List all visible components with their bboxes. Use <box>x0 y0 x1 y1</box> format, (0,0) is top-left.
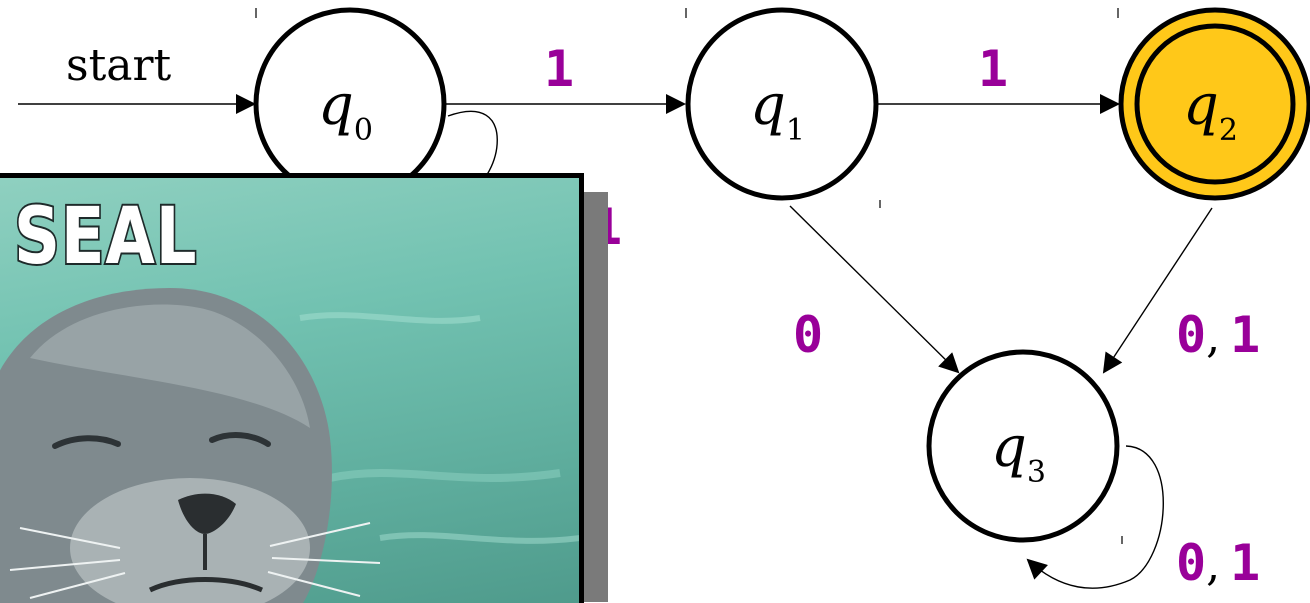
transition-q2-q3-label: 0,1 <box>1176 306 1260 364</box>
transition-q3-self-symbol-0: 0 <box>1176 534 1206 590</box>
state-q3-subscript: 3 <box>1027 455 1046 490</box>
transition-q1-q2-symbol: 1 <box>978 40 1008 98</box>
meme-caption: SEAL <box>12 190 198 284</box>
transition-q1-q3-symbol: 0 <box>793 306 823 364</box>
state-q2-accepting: q2 <box>1118 7 1310 201</box>
svg-text:q1: q1 <box>750 73 805 148</box>
transition-q3-self-label: 0,1 <box>1176 534 1260 590</box>
seal-photo <box>0 288 579 603</box>
state-q3: q3 <box>926 349 1120 543</box>
state-q1: q1 <box>685 7 879 201</box>
transition-q2-q3 <box>1102 207 1213 374</box>
transition-q1-q3 <box>789 205 960 374</box>
transition-separator: , <box>1206 312 1220 363</box>
seal-meme-image: SEAL <box>0 173 584 603</box>
state-q1-label: q <box>750 73 786 138</box>
transition-q3-self-loop <box>1026 445 1164 589</box>
svg-text:q3: q3 <box>991 415 1046 490</box>
state-q0: q0 <box>253 7 447 201</box>
state-q2-label: q <box>1183 73 1219 138</box>
transition-q3-self-symbol-1: 1 <box>1230 534 1260 590</box>
state-q0-subscript: 0 <box>354 113 373 148</box>
transition-separator: , <box>1206 540 1220 590</box>
start-label: start <box>66 40 172 91</box>
state-q2-subscript: 2 <box>1219 113 1238 148</box>
transition-q0-q1-symbol: 1 <box>544 40 574 98</box>
state-q3-label: q <box>991 415 1027 480</box>
state-q1-subscript: 1 <box>786 113 805 148</box>
svg-text:q0: q0 <box>318 73 373 148</box>
state-q0-label: q <box>318 73 354 138</box>
transition-q2-q3-symbol-0: 0 <box>1176 306 1206 364</box>
transition-q2-q3-symbol-1: 1 <box>1230 306 1260 364</box>
svg-text:q2: q2 <box>1183 73 1238 148</box>
automaton-diagram: start 1 1 1 0 0,1 0,1 q0 q1 q2 q3 <box>18 7 1310 590</box>
